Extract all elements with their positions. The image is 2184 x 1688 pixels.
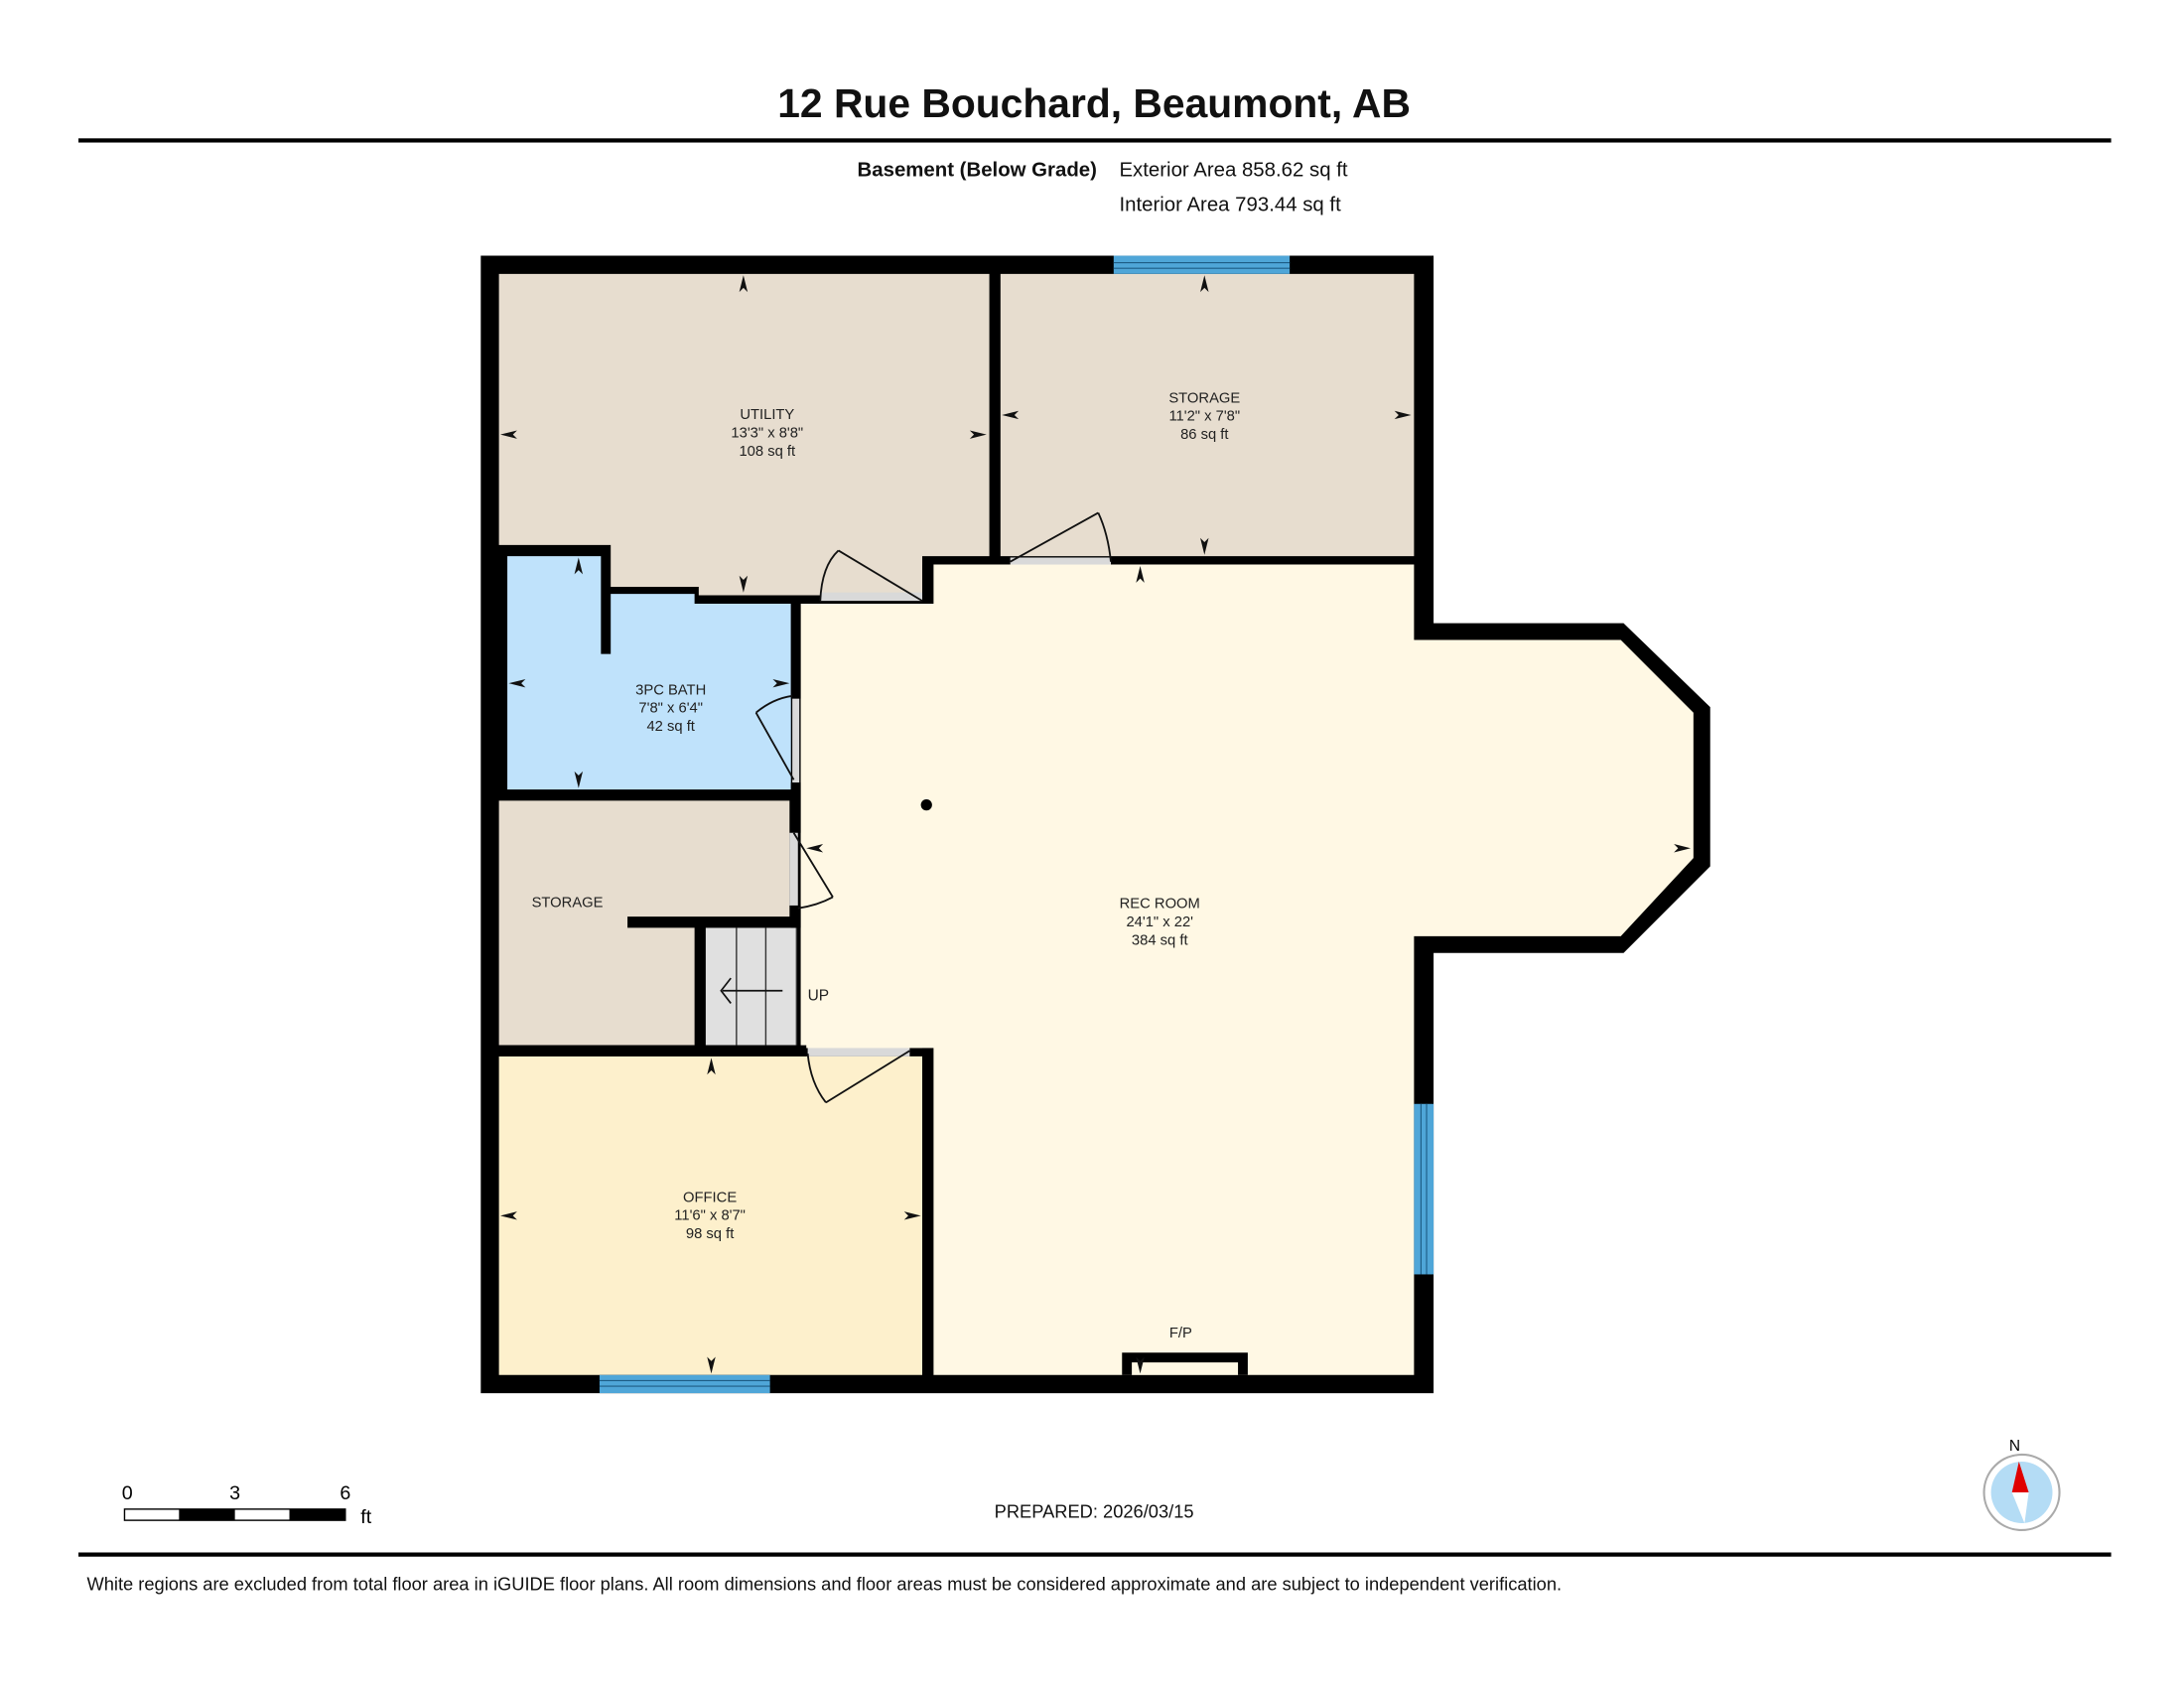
room-utility[interactable] <box>498 273 990 596</box>
svg-text:STORAGE: STORAGE <box>532 895 604 911</box>
label-rec-room: REC ROOM 24'1" x 22' 384 sq ft <box>1120 897 1200 949</box>
wall <box>790 782 801 833</box>
exterior-area: Exterior Area 858.62 sq ft <box>1119 159 1347 181</box>
stairs-up-label: UP <box>808 988 830 1005</box>
svg-text:REC ROOM: REC ROOM <box>1120 897 1200 913</box>
floor-name: Basement (Below Grade) <box>858 159 1097 181</box>
wall <box>922 1048 934 1375</box>
window <box>1414 1103 1434 1275</box>
svg-text:86 sq ft: 86 sq ft <box>1180 427 1228 443</box>
wall <box>790 598 801 699</box>
fireplace-label: F/P <box>1169 1326 1192 1341</box>
svg-text:24'1" x 22': 24'1" x 22' <box>1126 914 1193 930</box>
room-rec-room[interactable] <box>800 564 1694 1375</box>
room-3pc-bath[interactable] <box>507 556 791 790</box>
svg-text:13'3" x 8'8": 13'3" x 8'8" <box>731 425 803 441</box>
door-storage-top[interactable] <box>1010 511 1112 565</box>
label-utility: UTILITY 13'3" x 8'8" 108 sq ft <box>731 407 803 460</box>
wall <box>922 564 934 604</box>
page-title: 12 Rue Bouchard, Beaumont, AB <box>777 80 1411 126</box>
svg-text:0: 0 <box>122 1482 133 1504</box>
svg-text:UTILITY: UTILITY <box>740 407 794 423</box>
window <box>599 1374 770 1394</box>
wall <box>498 1045 807 1056</box>
dimension-arrows <box>500 275 1692 1374</box>
svg-text:384 sq ft: 384 sq ft <box>1132 932 1188 948</box>
door-office[interactable] <box>806 1048 910 1104</box>
svg-text:3: 3 <box>229 1482 240 1504</box>
arrow-left-icon <box>720 977 783 1004</box>
post <box>920 798 932 811</box>
room-storage-left[interactable] <box>498 800 790 1046</box>
fireplace <box>1122 1352 1248 1375</box>
svg-text:108 sq ft: 108 sq ft <box>739 444 795 460</box>
label-office: OFFICE 11'6" x 8'7" 98 sq ft <box>674 1190 746 1242</box>
svg-text:ft: ft <box>360 1506 371 1528</box>
prepared-date: PREPARED: 2026/03/15 <box>995 1500 1194 1521</box>
room-storage-top[interactable] <box>1000 273 1415 557</box>
svg-text:N: N <box>2009 1438 2020 1455</box>
stairs[interactable] <box>705 927 798 1046</box>
svg-text:7'8" x 6'4": 7'8" x 6'4" <box>638 701 703 717</box>
door-storage-left[interactable] <box>789 832 834 910</box>
room-office[interactable] <box>498 1055 923 1375</box>
svg-text:OFFICE: OFFICE <box>683 1190 737 1205</box>
wall <box>790 905 801 928</box>
disclaimer: White regions are excluded from total fl… <box>86 1573 1562 1594</box>
svg-text:42 sq ft: 42 sq ft <box>646 719 694 735</box>
label-storage-top: STORAGE 11'2" x 7'8" 86 sq ft <box>1168 390 1240 443</box>
svg-text:11'6" x 8'7": 11'6" x 8'7" <box>674 1208 746 1224</box>
label-storage-left: STORAGE <box>532 895 604 911</box>
compass-icon: N <box>1982 1438 2061 1532</box>
label-bath: 3PC BATH 7'8" x 6'4" 42 sq ft <box>635 682 706 735</box>
svg-text:3PC BATH: 3PC BATH <box>635 682 706 698</box>
footer-divider <box>78 1552 2112 1557</box>
svg-text:STORAGE: STORAGE <box>1168 390 1240 406</box>
svg-text:98 sq ft: 98 sq ft <box>686 1226 734 1242</box>
svg-text:11'2" x 7'8": 11'2" x 7'8" <box>1168 409 1240 425</box>
svg-text:6: 6 <box>340 1482 350 1504</box>
window <box>1113 255 1291 274</box>
door-utility[interactable] <box>819 549 923 602</box>
door-bath[interactable] <box>754 694 800 783</box>
scale-bar: 0 3 6 ft <box>122 1482 372 1528</box>
header-divider <box>78 138 2112 143</box>
interior-area: Interior Area 793.44 sq ft <box>1119 195 1341 216</box>
